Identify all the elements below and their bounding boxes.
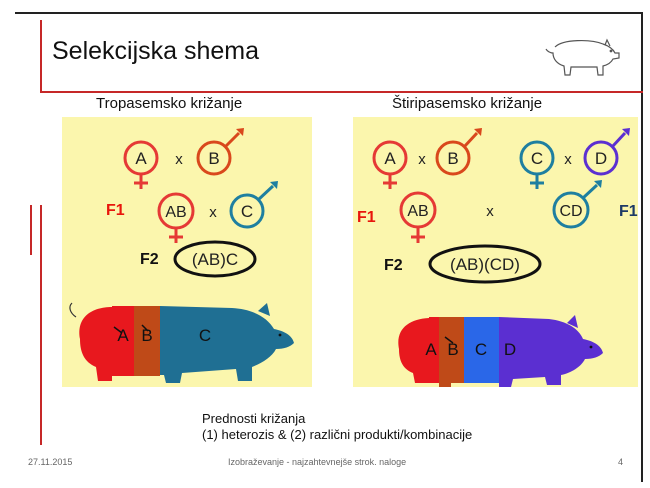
breed-ab-label: AB bbox=[407, 203, 428, 220]
footer-title: Izobraževanje - najzahtevnejše strok. na… bbox=[228, 457, 407, 467]
pig-c-label: C bbox=[199, 326, 211, 345]
title-underline bbox=[40, 91, 643, 93]
female-symbol bbox=[519, 140, 555, 189]
breed-a-label: A bbox=[135, 149, 147, 168]
male-symbol bbox=[229, 181, 278, 229]
female-symbol bbox=[399, 191, 437, 243]
breed-c-label: C bbox=[241, 202, 253, 221]
four-breed-panel: A x B C x D F1 bbox=[353, 117, 638, 387]
accent-line-top bbox=[40, 20, 42, 92]
breed-ab-label: AB bbox=[165, 204, 186, 221]
female-symbol bbox=[372, 140, 408, 189]
breed-b-label: B bbox=[447, 149, 458, 168]
pig-c-label: C bbox=[475, 340, 487, 359]
f2-ellipse bbox=[173, 240, 257, 278]
male-symbol bbox=[196, 128, 244, 176]
breed-cd-label: CD bbox=[559, 203, 582, 220]
f1-label: F1 bbox=[106, 202, 125, 219]
slide-title: Selekcijska shema bbox=[52, 37, 260, 65]
subtitle-three-breed: Tropasemsko križanje bbox=[96, 95, 243, 112]
male-symbol bbox=[552, 180, 602, 229]
cross-symbol: x bbox=[175, 151, 183, 168]
cross-symbol: x bbox=[418, 151, 426, 168]
male-symbol bbox=[583, 128, 630, 176]
advantages-heading: Prednosti križanja bbox=[202, 411, 306, 426]
male-symbol bbox=[435, 128, 482, 176]
pig-a-label: A bbox=[425, 340, 437, 359]
pig-b-label: B bbox=[447, 340, 458, 359]
three-breed-diagram: A x B F1 AB x C bbox=[69, 128, 294, 383]
breed-d-label: D bbox=[595, 149, 607, 168]
f2-ellipse bbox=[428, 244, 542, 284]
breed-c-label: C bbox=[531, 149, 543, 168]
pig-a-label: A bbox=[117, 326, 129, 345]
four-breed-pig bbox=[398, 315, 603, 387]
pig-icon bbox=[545, 38, 620, 76]
three-breed-panel: A x B F1 AB x C bbox=[62, 117, 312, 387]
breed-a-label: A bbox=[384, 149, 396, 168]
slide-frame bbox=[15, 12, 643, 482]
page-number: 4 bbox=[618, 457, 624, 467]
crossbreeding-advantages: Prednosti križanja (1) heterozis & (2) r… bbox=[202, 411, 472, 443]
female-symbol bbox=[123, 140, 159, 189]
cross-symbol: x bbox=[209, 204, 217, 221]
accent-line-left bbox=[40, 205, 42, 445]
female-symbol bbox=[157, 192, 195, 243]
f2-abcd-label: (AB)(CD) bbox=[450, 255, 520, 274]
footer-date: 27.11.2015 bbox=[28, 457, 73, 467]
pig-b-label: B bbox=[141, 326, 152, 345]
four-breed-diagram: A x B C x D F1 bbox=[357, 128, 638, 387]
three-breed-pig bbox=[69, 302, 294, 383]
breed-b-label: B bbox=[208, 149, 219, 168]
cross-symbol: x bbox=[564, 151, 572, 168]
subtitle-four-breed: Štiripasemsko križanje bbox=[392, 95, 543, 112]
pig-d-label: D bbox=[504, 340, 516, 359]
f2-label: F2 bbox=[140, 251, 159, 268]
accent-line-left-short bbox=[30, 205, 32, 255]
advantages-list: (1) heterozis & (2) različni produkti/ko… bbox=[202, 427, 473, 442]
f2-abc-label: (AB)C bbox=[192, 250, 238, 269]
f2-label: F2 bbox=[384, 257, 403, 274]
f1-label-right: F1 bbox=[619, 203, 638, 220]
f1-label-left: F1 bbox=[357, 209, 376, 226]
cross-symbol: x bbox=[486, 203, 494, 220]
